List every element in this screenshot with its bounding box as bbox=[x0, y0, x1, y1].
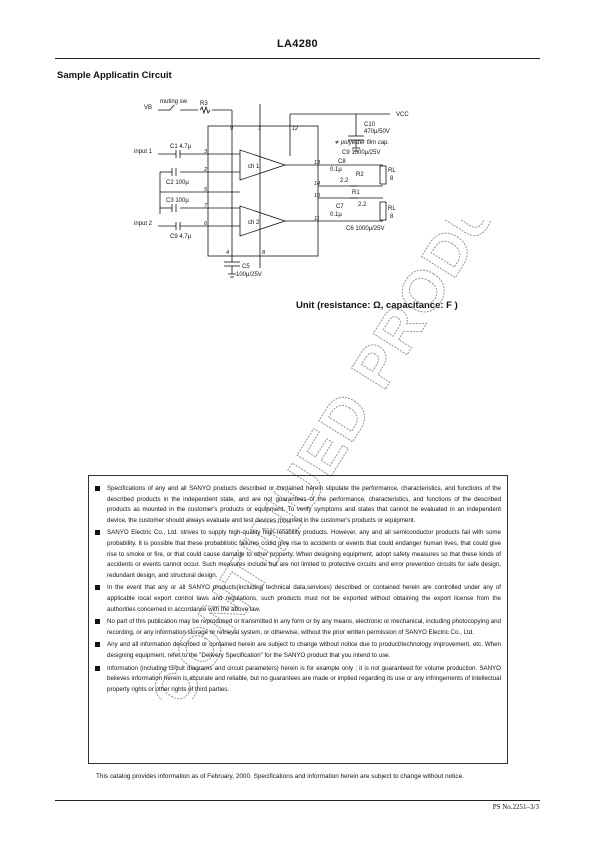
notice-text: No part of this publication may be repro… bbox=[107, 618, 501, 636]
bullet-icon bbox=[95, 642, 100, 648]
label-c7: C7 bbox=[336, 204, 344, 210]
pin-label: 5 bbox=[204, 187, 208, 193]
label-rl2-value: 8 bbox=[390, 214, 394, 220]
section-title: Sample Applicatin Circuit bbox=[57, 70, 172, 81]
label-ch1: ch 1 bbox=[248, 164, 260, 170]
pin-label: 4 bbox=[226, 250, 229, 256]
label-c5-value: 100μ/25V bbox=[236, 272, 262, 278]
label-input2: input 2 bbox=[134, 221, 153, 227]
notice-item: Specifications of any and all SANYO prod… bbox=[95, 484, 501, 526]
label-c3: C3 100μ bbox=[166, 198, 189, 204]
notice-text: Information (including circuit diagrams … bbox=[107, 664, 501, 693]
label-c8: C8 bbox=[338, 159, 346, 165]
label-r1-value: 2.2 bbox=[358, 202, 367, 208]
notice-item: Any and all information described or con… bbox=[95, 640, 501, 661]
label-r2: R2 bbox=[356, 172, 364, 178]
label-c1: C1 4.7μ bbox=[170, 144, 192, 150]
label-vcc: VCC bbox=[396, 112, 409, 118]
notice-item: No part of this publication may be repro… bbox=[95, 617, 501, 638]
notice-text: In the event that any or all SANYO produ… bbox=[107, 584, 501, 613]
page-header-part-number: LA4280 bbox=[277, 38, 318, 50]
notice-text: Specifications of any and all SANYO prod… bbox=[107, 485, 501, 524]
notice-item: Information (including circuit diagrams … bbox=[95, 664, 501, 696]
notice-text: SANYO Electric Co., Ltd. strives to supp… bbox=[107, 529, 501, 579]
unit-note: Unit (resistance: Ω, capacitance: F ) bbox=[296, 300, 458, 311]
notice-text: Any and all information described or con… bbox=[107, 641, 501, 659]
pin-label: 1 bbox=[258, 126, 261, 132]
pin-label: 13 bbox=[314, 160, 321, 166]
pin-label: 7 bbox=[204, 203, 208, 209]
label-c7-value: 0.1μ bbox=[330, 212, 342, 218]
label-muting-sw: muting sw bbox=[160, 99, 188, 105]
footer-rule bbox=[55, 800, 540, 801]
label-c8-value: 0.1μ bbox=[330, 167, 342, 173]
pin-label: 2 bbox=[203, 167, 207, 173]
bullet-icon bbox=[95, 619, 100, 625]
pin-label: 12 bbox=[292, 126, 298, 132]
pin-label: 3 bbox=[204, 149, 208, 155]
header-rule bbox=[55, 58, 540, 59]
notice-item: SANYO Electric Co., Ltd. strives to supp… bbox=[95, 528, 501, 581]
label-polyester-note: ∗ polyester film cap. bbox=[334, 140, 389, 146]
label-ch2: ch 2 bbox=[248, 220, 260, 226]
label-input1: input 1 bbox=[134, 149, 153, 155]
label-rl2: RL bbox=[388, 206, 396, 212]
pin-label: 9 bbox=[230, 126, 233, 132]
label-c9-bottom: C9 4.7μ bbox=[170, 234, 192, 240]
label-r1: R1 bbox=[352, 190, 360, 196]
label-rl1-value: 8 bbox=[390, 176, 394, 182]
footer-page-reference: PS No.2251–3/3 bbox=[492, 803, 539, 811]
catalog-date-note: This catalog provides information as of … bbox=[96, 773, 464, 780]
pin-label: 11 bbox=[314, 216, 320, 222]
label-c9-top: C9 1000μ/25V bbox=[342, 150, 380, 156]
bullet-icon bbox=[95, 530, 100, 536]
pin-label: 10 bbox=[314, 193, 321, 199]
label-r2-value: 2.2 bbox=[340, 178, 349, 184]
bullet-icon bbox=[95, 585, 100, 591]
label-c2: C2 100μ bbox=[166, 180, 189, 186]
label-c6: C6 1000μ/25V bbox=[346, 226, 384, 232]
label-vb: VB bbox=[144, 105, 152, 111]
label-c10: C10 bbox=[364, 122, 376, 128]
pin-label: 14 bbox=[314, 181, 320, 187]
label-c5: C5 bbox=[242, 264, 250, 270]
bullet-icon bbox=[95, 665, 100, 671]
legal-notice-box: Specifications of any and all SANYO prod… bbox=[88, 475, 508, 764]
label-r3: R3 bbox=[200, 101, 208, 107]
label-rl1: RL bbox=[388, 168, 396, 174]
pin-label: 6 bbox=[204, 221, 208, 227]
sample-circuit-diagram: VB muting sw R3 VCC C10 470μ/50V ∗ polye… bbox=[134, 99, 409, 278]
bullet-icon bbox=[95, 486, 100, 491]
label-c10-value: 470μ/50V bbox=[364, 129, 390, 135]
pin-label: 8 bbox=[262, 250, 266, 256]
notice-item: In the event that any or all SANYO produ… bbox=[95, 583, 501, 615]
